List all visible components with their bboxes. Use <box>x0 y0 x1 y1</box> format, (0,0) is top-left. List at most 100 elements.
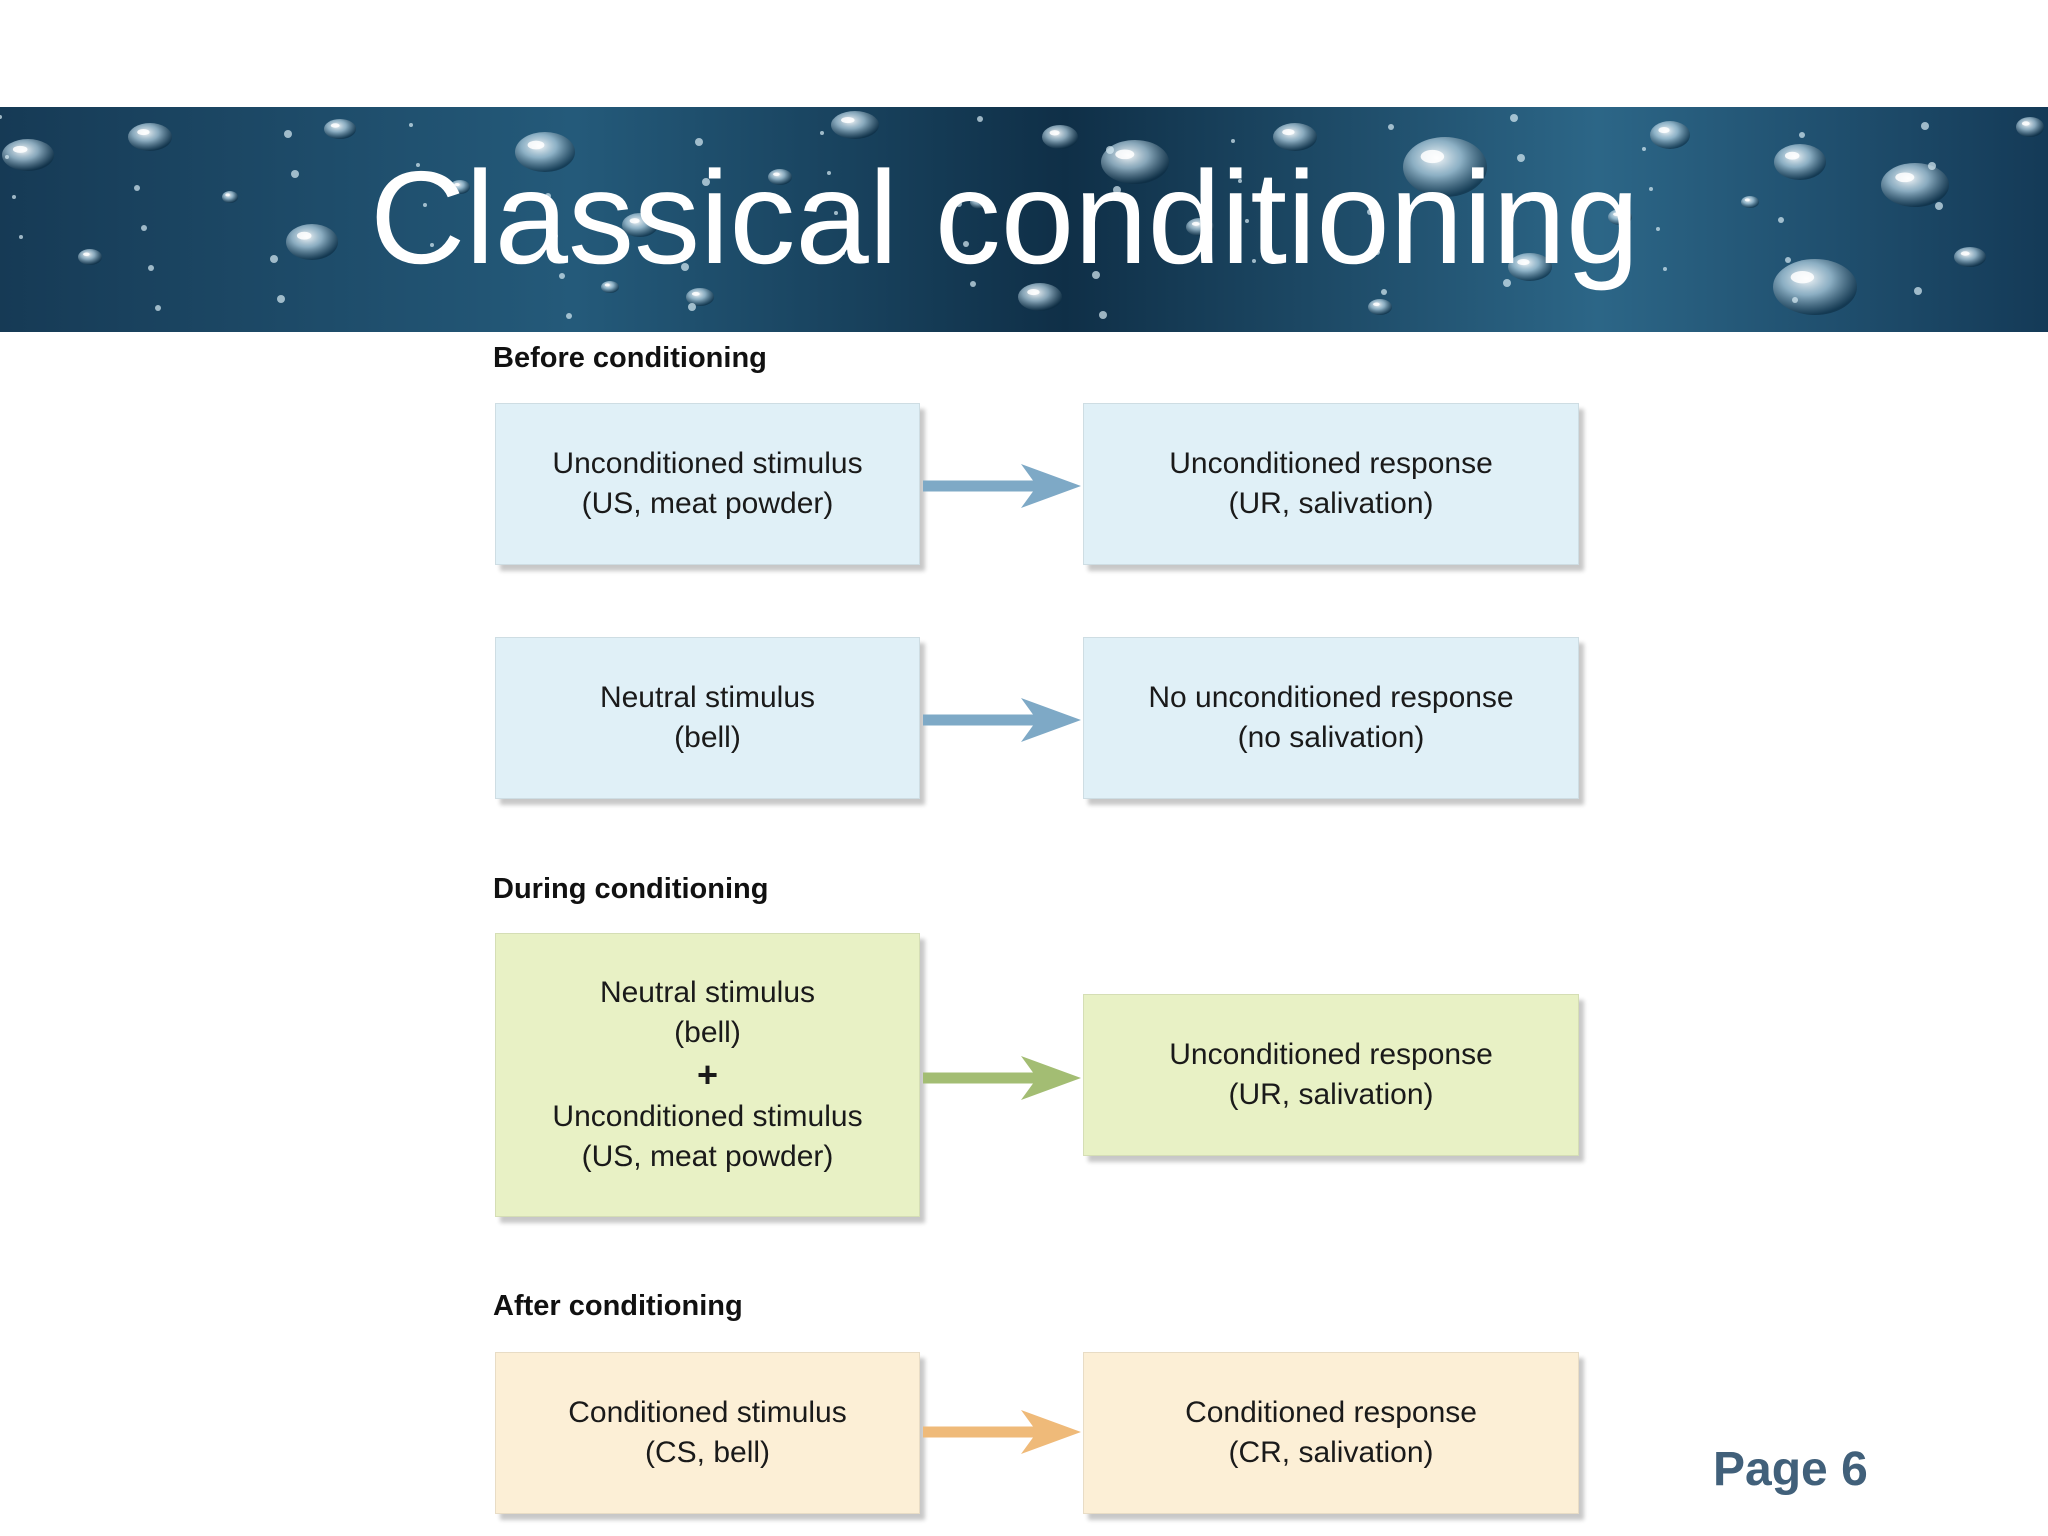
small-droplet <box>1517 154 1525 162</box>
small-droplet <box>12 195 16 199</box>
small-droplet <box>956 201 962 207</box>
droplet-highlight <box>12 145 28 153</box>
box-line: Unconditioned response <box>1169 1038 1493 1071</box>
page-number: Page 6 <box>1713 1443 1868 1496</box>
arrow-before-ns-to-no-ur <box>923 698 1081 742</box>
box-line: (bell) <box>674 1016 741 1049</box>
droplet-highlight <box>629 218 640 224</box>
box-line: Unconditioned stimulus <box>552 447 863 480</box>
small-droplet <box>1656 227 1660 231</box>
droplet-highlight <box>527 140 545 150</box>
arrow-before-us-to-ur <box>923 464 1081 508</box>
water-droplet <box>2 139 54 171</box>
small-droplet <box>1388 124 1394 130</box>
small-droplet <box>820 131 824 135</box>
droplet-highlight <box>1027 289 1040 296</box>
section-heading-during: During conditioning <box>493 873 769 905</box>
droplet-highlight <box>137 129 150 136</box>
droplet-highlight <box>225 193 230 197</box>
box-line: (no salivation) <box>1237 721 1425 754</box>
droplet-highlight <box>454 183 460 187</box>
small-droplet <box>1649 187 1653 191</box>
droplet-highlight <box>1420 149 1445 164</box>
droplet-highlight <box>1115 149 1135 160</box>
droplet-highlight <box>1895 172 1915 183</box>
small-droplet <box>1238 179 1242 183</box>
small-droplet <box>155 305 161 311</box>
small-droplet <box>1663 267 1667 271</box>
small-droplet <box>1381 289 1387 295</box>
box-during-unconditioned-response: Unconditioned response (UR, salivation) <box>1083 994 1579 1156</box>
small-droplet <box>141 225 147 231</box>
box-line: Neutral stimulus <box>599 681 816 714</box>
water-droplet <box>1741 196 1759 208</box>
small-droplet <box>1914 287 1922 295</box>
small-droplet <box>1921 122 1929 130</box>
box-line: Unconditioned response <box>1169 447 1493 480</box>
small-droplet <box>291 170 299 178</box>
small-droplet <box>963 241 969 247</box>
section-heading-before: Before conditioning <box>493 342 767 374</box>
droplet-highlight <box>83 252 90 256</box>
droplet-highlight <box>2021 121 2030 126</box>
box-line: (UR, salivation) <box>1228 1078 1434 1111</box>
droplet-highlight <box>1790 271 1815 284</box>
small-droplet <box>552 233 558 239</box>
droplet-highlight <box>691 291 700 296</box>
small-droplet <box>1113 186 1121 194</box>
droplet-highlight <box>1613 212 1620 216</box>
water-droplet <box>2016 117 2044 137</box>
small-droplet <box>0 115 2 119</box>
small-droplet <box>1106 146 1114 154</box>
box-line: Conditioned stimulus <box>568 1396 847 1429</box>
small-droplet <box>1792 297 1798 303</box>
small-droplet <box>688 303 696 311</box>
small-droplet <box>416 163 420 167</box>
water-droplet <box>1650 121 1690 149</box>
box-neutral-plus-unconditioned-stimulus: Neutral stimulus (bell) + Unconditioned … <box>495 933 920 1217</box>
water-droplet <box>1774 144 1826 180</box>
water-droplet <box>1881 163 1949 207</box>
droplet-highlight <box>604 283 610 287</box>
small-droplet <box>834 211 838 215</box>
box-line: (CS, bell) <box>644 1436 771 1469</box>
box-conditioned-response: Conditioned response (CR, salivation) <box>1083 1352 1579 1514</box>
small-droplet <box>284 130 292 138</box>
small-droplet <box>1092 271 1100 279</box>
small-droplet <box>423 203 427 207</box>
box-line: (UR, salivation) <box>1228 487 1434 520</box>
small-droplet <box>827 171 831 175</box>
title-banner <box>0 107 2048 332</box>
water-droplet <box>1954 247 1986 267</box>
small-droplet <box>1935 202 1943 210</box>
small-droplet <box>1374 249 1380 255</box>
small-droplet <box>270 255 278 263</box>
box-line: (US, meat powder) <box>581 1140 834 1173</box>
slide-title: Classical conditioning <box>370 144 1640 291</box>
small-droplet <box>681 263 689 271</box>
droplet-highlight <box>1517 259 1530 266</box>
small-droplet <box>1785 257 1791 263</box>
small-droplet <box>148 265 154 271</box>
small-droplet <box>566 313 572 319</box>
droplet-highlight <box>773 172 780 176</box>
water-droplet <box>831 111 879 139</box>
small-droplet <box>977 116 983 122</box>
box-no-unconditioned-response: No unconditioned response (no salivation… <box>1083 637 1579 799</box>
water-droplet <box>78 249 102 265</box>
box-line: No unconditioned response <box>1148 681 1514 714</box>
small-droplet <box>430 243 434 247</box>
small-droplet <box>1642 147 1646 151</box>
droplet-highlight <box>1744 198 1750 202</box>
water-droplets-background <box>0 111 2044 319</box>
box-line: (bell) <box>674 721 741 754</box>
plus-sign: + <box>696 1054 719 1095</box>
small-droplet <box>1510 114 1518 122</box>
droplet-highlight <box>1049 130 1060 136</box>
section-heading-after: After conditioning <box>493 1290 743 1322</box>
small-droplet <box>1099 311 1107 319</box>
small-droplet <box>1778 217 1784 223</box>
small-droplet <box>1245 219 1249 223</box>
droplet-highlight <box>1282 129 1295 136</box>
droplet-highlight <box>1191 221 1200 226</box>
